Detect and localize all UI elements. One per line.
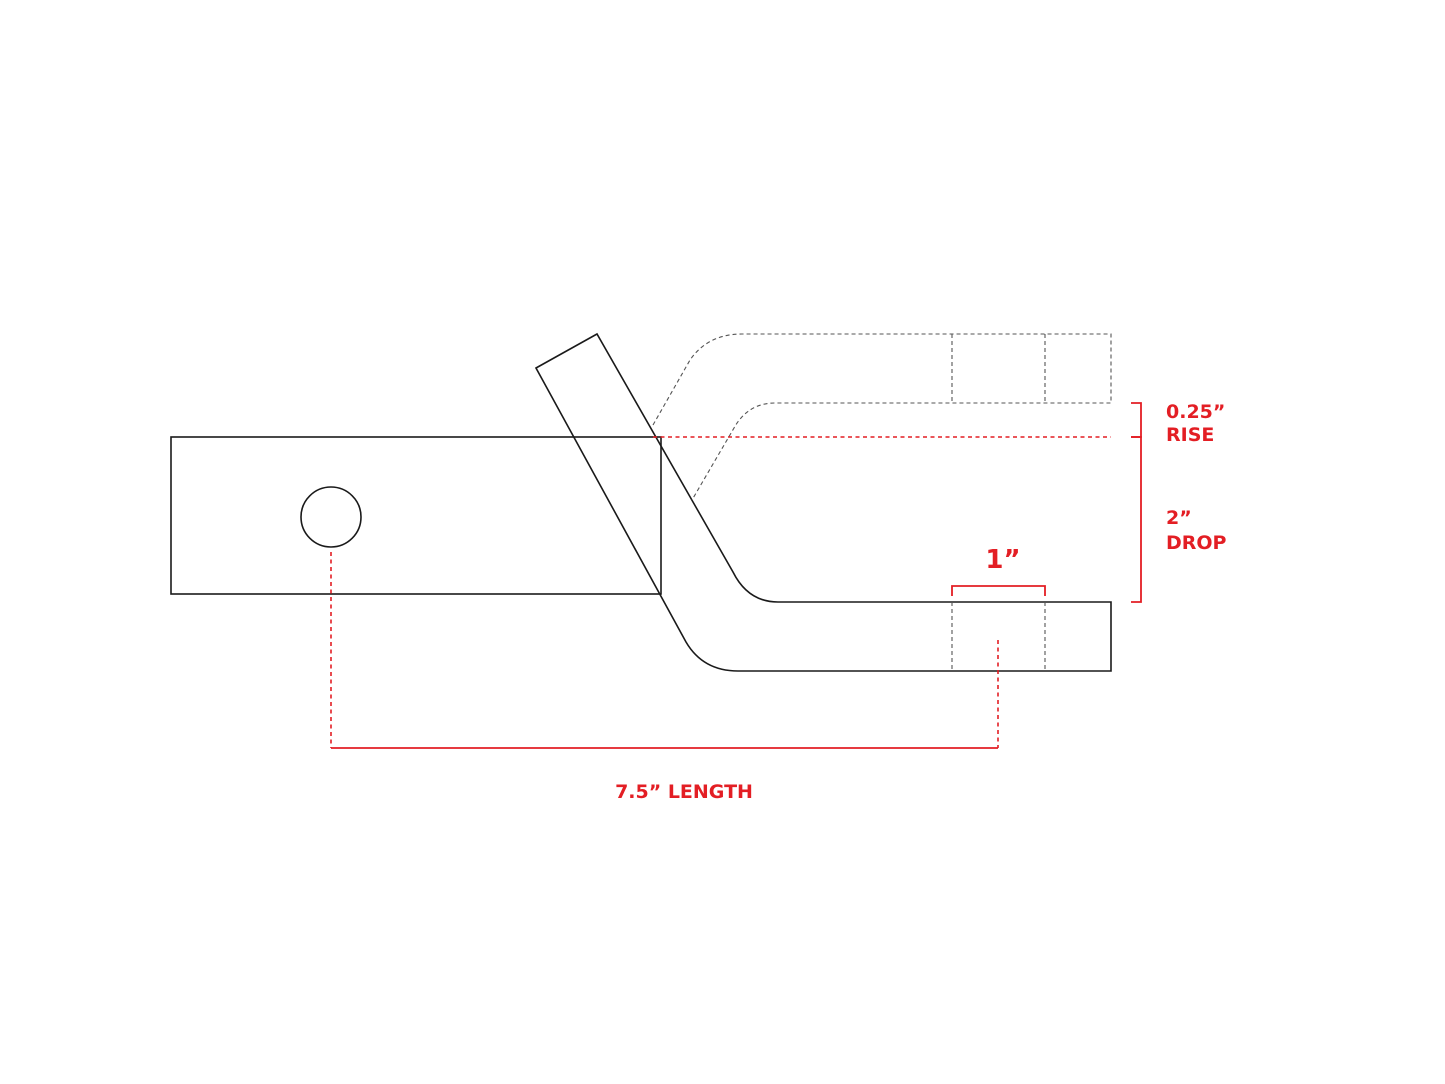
rise-value-label: 0.25” xyxy=(1166,401,1225,423)
drop-bracket xyxy=(1131,436,1142,603)
ball-mount-drop-outline xyxy=(534,332,1112,672)
pin-hole xyxy=(300,486,362,548)
length-label: 7.5” LENGTH xyxy=(615,781,753,803)
hole-size-bracket xyxy=(951,585,1046,596)
ball-mount-rise-ghost xyxy=(652,333,1112,501)
rise-word-label: RISE xyxy=(1166,424,1214,446)
drop-word-label: DROP xyxy=(1166,532,1227,554)
shank-bar xyxy=(170,436,662,595)
drop-value-label: 2” xyxy=(1166,507,1192,529)
hole-size-label: 1” xyxy=(985,545,1020,575)
rise-bracket xyxy=(1131,402,1142,438)
